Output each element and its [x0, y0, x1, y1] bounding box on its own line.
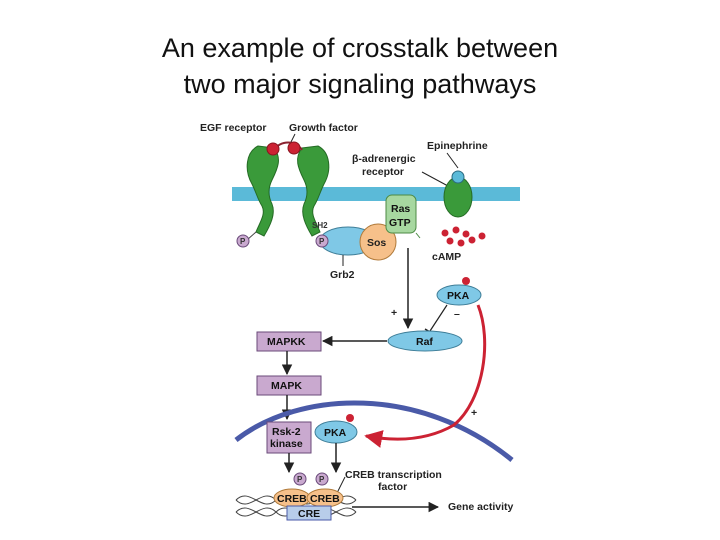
ras-label: Ras: [391, 203, 410, 215]
slide-title: An example of crosstalk between two majo…: [0, 30, 720, 102]
plus-sign-ras-raf: +: [391, 307, 397, 319]
mapk-box: [256, 375, 322, 396]
gtp-label: GTP: [389, 217, 411, 229]
sos-label: Sos: [367, 237, 386, 249]
rsk2-label-1: Rsk-2: [272, 426, 301, 438]
phospho-marker: [315, 472, 329, 486]
egf-receptor-dimer: [246, 141, 330, 237]
raf-protein: [387, 330, 463, 352]
creb-label-2: CREB: [310, 493, 340, 505]
epinephrine-leader: [446, 152, 459, 169]
nuclear-envelope: [234, 400, 514, 462]
egf-receptor-label: EGF receptor: [200, 122, 267, 134]
camp-bound-nuclear: [346, 414, 354, 422]
phospho-label: P: [297, 475, 303, 484]
beta-adrenergic-label-2: receptor: [362, 166, 404, 178]
cre-label: CRE: [298, 508, 320, 520]
minus-sign-pka-raf: –: [454, 308, 460, 320]
creb-tf-label-1: CREB transcription: [345, 469, 442, 481]
phospho-label: P: [319, 237, 325, 246]
plus-sign-crosstalk: +: [471, 407, 477, 419]
epinephrine-ligand: [451, 170, 465, 184]
pka-top-label: PKA: [447, 290, 470, 302]
mapkk-box: [256, 331, 322, 352]
pka-cytoplasmic: [436, 284, 482, 306]
creb-label-1: CREB: [277, 493, 307, 505]
growth-factor-ligand: [287, 141, 301, 155]
rsk2-label-2: kinase: [270, 438, 303, 450]
plasma-membrane: [232, 187, 520, 201]
growth-factor-ligand: [266, 142, 280, 156]
raf-label: Raf: [416, 336, 433, 348]
phospho-marker: [293, 472, 307, 486]
creb-tf-label-2: factor: [378, 481, 407, 493]
growth-factor-label: Growth factor: [289, 122, 358, 134]
title-line-2: two major signaling pathways: [183, 69, 537, 99]
camp-bound: [462, 277, 470, 285]
mapkk-label: MAPKK: [267, 336, 306, 348]
pka-nuclear-label: PKA: [324, 427, 347, 439]
grb2-label: Grb2: [330, 269, 355, 281]
beta-receptor-leader: [421, 171, 449, 187]
camp-label: cAMP: [432, 251, 461, 263]
phospho-marker: [315, 234, 329, 248]
mapk-label: MAPK: [271, 380, 302, 392]
title-line-1: An example of crosstalk between: [161, 33, 559, 63]
cre-element: [286, 505, 332, 521]
phospho-marker: [236, 234, 250, 248]
rsk2-kinase-box: [266, 421, 312, 454]
phospho-label: P: [319, 475, 325, 484]
crosstalk-arrow: [364, 304, 487, 448]
sh2-label: SH2: [312, 221, 328, 230]
ras-gtp-protein: [385, 194, 417, 234]
sos-protein: [359, 223, 397, 261]
pka-inhibits-raf: [429, 304, 448, 332]
phospho-label: P: [240, 237, 246, 246]
epinephrine-label: Epinephrine: [427, 140, 488, 152]
gene-activity-label: Gene activity: [448, 501, 514, 513]
camp-molecules: [441, 226, 486, 247]
beta-adrenergic-label-1: β-adrenergic: [352, 153, 416, 165]
